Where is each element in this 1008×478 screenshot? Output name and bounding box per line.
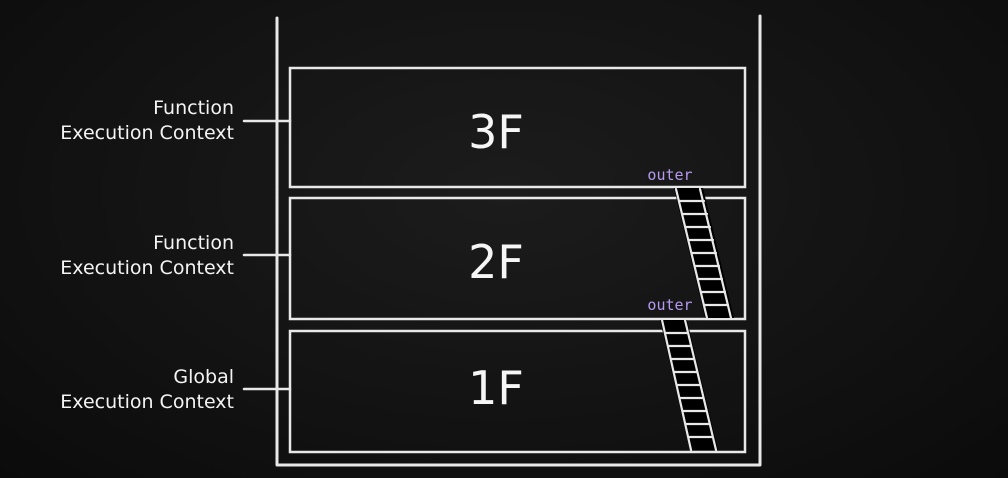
ladder-1f-to-2f [660,318,718,452]
context-label-1f-line1: Global [173,366,234,388]
floor-box-3f [288,66,747,189]
context-label-1f: Global Execution Context [6,365,234,415]
context-label-2f-line2: Execution Context [60,257,234,279]
context-label-2f-line1: Function [153,232,234,254]
ladder-2f-to-3f [674,187,734,320]
outer-label-2f: outer [647,296,692,314]
floor-name-3f: 3F [468,105,524,159]
context-label-3f-line1: Function [153,97,234,119]
outer-label-3f: outer [647,166,692,184]
floor-name-2f: 2F [468,235,524,289]
floor-box-1f [288,329,747,454]
connectors [242,119,292,391]
context-label-1f-line2: Execution Context [60,391,234,413]
floor-boxes [288,66,747,454]
container-walls [275,14,762,467]
context-label-3f: Function Execution Context [6,96,234,146]
stack-container [275,14,762,467]
context-label-3f-line2: Execution Context [60,122,234,144]
context-label-2f: Function Execution Context [6,231,234,281]
floor-box-2f [288,196,747,321]
floor-name-1f: 1F [468,361,524,415]
